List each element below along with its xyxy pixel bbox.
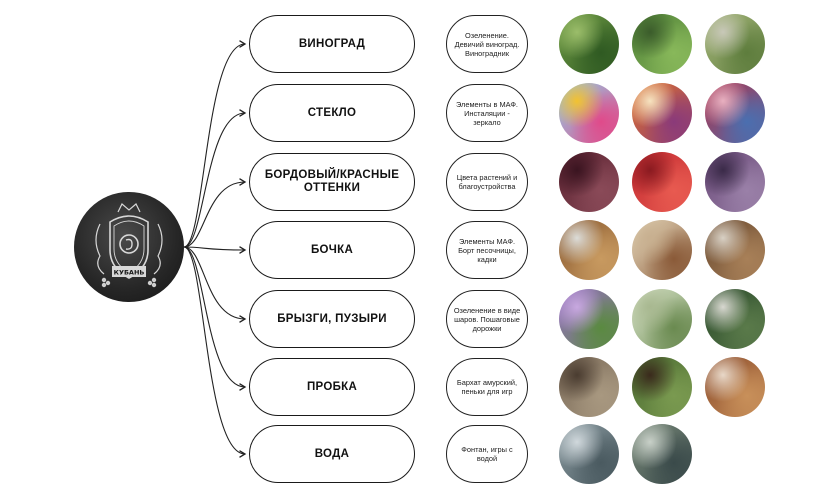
- wooden-barrel-planter-photo: [559, 220, 619, 280]
- category-note: Элементы МАФ. Борт песочницы, кадки: [446, 221, 528, 279]
- connector-arrow: [183, 178, 247, 248]
- category-pill: БОЧКА: [249, 221, 415, 279]
- connector-arrow: [183, 246, 247, 458]
- logo-text: КУБАНЬ: [114, 269, 145, 277]
- category-pill: ВИНОГРАД: [249, 15, 415, 73]
- water-cascade-photo: [632, 424, 692, 484]
- white-flowering-tree-photo: [632, 289, 692, 349]
- vine-covered-wall-photo: [632, 14, 692, 74]
- purple-leaves-photo: [705, 152, 765, 212]
- barrel-sandbox-photo: [632, 220, 692, 280]
- stained-glass-pavilion-photo: [705, 83, 765, 143]
- category-pill: БРЫЗГИ, ПУЗЫРИ: [249, 290, 415, 348]
- connector-arrow: [183, 246, 247, 323]
- connector-arrow: [183, 246, 247, 391]
- vineyard-rows-photo: [705, 14, 765, 74]
- category-pill: ВОДА: [249, 425, 415, 483]
- stepping-stones-photo: [705, 289, 765, 349]
- connector-arrow: [183, 109, 247, 248]
- category-note: Фонтан, игры с водой: [446, 425, 528, 483]
- glass-panels-photo: [632, 83, 692, 143]
- grape-foliage-photo: [559, 14, 619, 74]
- colored-glass-dots-photo: [559, 83, 619, 143]
- play-stumps-photo: [705, 357, 765, 417]
- barrel-stools-photo: [705, 220, 765, 280]
- category-pill: ПРОБКА: [249, 358, 415, 416]
- category-note: Озеленение. Девичий виноград. Виноградни…: [446, 15, 528, 73]
- red-foliage-photo: [632, 152, 692, 212]
- allium-balls-photo: [559, 289, 619, 349]
- connector-arrow: [183, 40, 247, 248]
- fountain-basin-photo: [559, 424, 619, 484]
- wine-estate-crest-icon: КУБАНЬ: [95, 203, 163, 288]
- category-note: Элементы в МАФ. Инсталяции - зеркало: [446, 84, 528, 142]
- cork-bark-photo: [559, 357, 619, 417]
- category-note: Озеленение в виде шаров. Пошаговые дорож…: [446, 290, 528, 348]
- connector-arrow: [183, 246, 247, 254]
- burgundy-leaves-photo: [559, 152, 619, 212]
- category-note: Цвета растений и благоустройства: [446, 153, 528, 211]
- category-note: Бархат амурский, пеньки для игр: [446, 358, 528, 416]
- cork-oak-tree-photo: [632, 357, 692, 417]
- category-pill: СТЕКЛО: [249, 84, 415, 142]
- category-pill: БОРДОВЫЙ/КРАСНЫЕ ОТТЕНКИ: [249, 153, 415, 211]
- wine-estate-logo: КУБАНЬ: [74, 192, 184, 302]
